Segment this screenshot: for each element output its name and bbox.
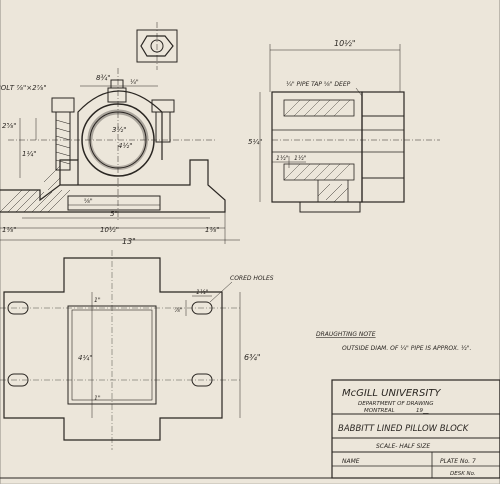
dim-bore-b: 4½" — [118, 142, 132, 150]
dim-cored-holes: CORED HOLES — [230, 275, 274, 282]
dim-pipe-tap: ¼" PIPE TAP ⅝" DEEP — [286, 81, 351, 88]
dim-height-a: 2⅝" — [2, 122, 16, 130]
dim-bore-a: 3½" — [112, 126, 126, 134]
dim-small-a: ¼" — [130, 79, 139, 86]
dim-outer-height: 6¾" — [244, 353, 261, 362]
dim-height-b: 1¼" — [22, 150, 36, 158]
dim-top-gap: 1" — [94, 297, 101, 304]
dim-small-b: ⅝" — [84, 198, 93, 205]
dim-inner-height: 4¼" — [78, 354, 92, 362]
date-label: 19__ — [416, 408, 429, 414]
dim-left-edge: 1⅛" — [2, 226, 16, 234]
note-text: OUTSIDE DIAM. OF ¼" PIPE IS APPROX. ½". — [342, 345, 471, 352]
dim-cap-width: 8¾" — [96, 74, 110, 82]
dim-bottom-gap: 1" — [94, 395, 101, 402]
title-block — [331, 379, 500, 479]
dim-bolt-callout: BOLT ⅞"×2⅞" — [0, 84, 47, 92]
desk-label: DESK No. — [450, 471, 476, 477]
dim-overall: 13" — [122, 237, 136, 246]
dim-side-length: 10½" — [334, 39, 356, 48]
dim-slot-height: ⅞" — [174, 307, 183, 314]
dim-side-left-b: 1½" — [294, 155, 307, 162]
dim-right-edge: 1⅛" — [205, 226, 219, 234]
dim-base-inner: 10½" — [100, 226, 119, 234]
front-view — [0, 68, 240, 244]
side-view — [259, 44, 440, 213]
plate-label: PLATE No. 7 — [440, 458, 476, 465]
scale-label: SCALE- HALF SIZE — [376, 443, 430, 450]
note-heading: DRAUGHTING NOTE — [316, 331, 376, 338]
drawing-title: BABBITT LINED PILLOW BLOCK — [338, 424, 470, 434]
nut-detail — [136, 22, 178, 70]
name-label: NAME — [342, 458, 360, 465]
department-name: DEPARTMENT OF DRAWING — [358, 401, 434, 407]
dim-side-left-a: 1½" — [276, 155, 289, 162]
dim-bolt-spacing: 5" — [110, 210, 118, 218]
dim-side-height: 5¼" — [248, 138, 262, 146]
university-name: McGILL UNIVERSITY — [342, 388, 441, 399]
plan-view — [0, 250, 241, 450]
dim-slot-width: 1½" — [196, 289, 209, 296]
location-label: MONTREAL — [364, 408, 395, 414]
